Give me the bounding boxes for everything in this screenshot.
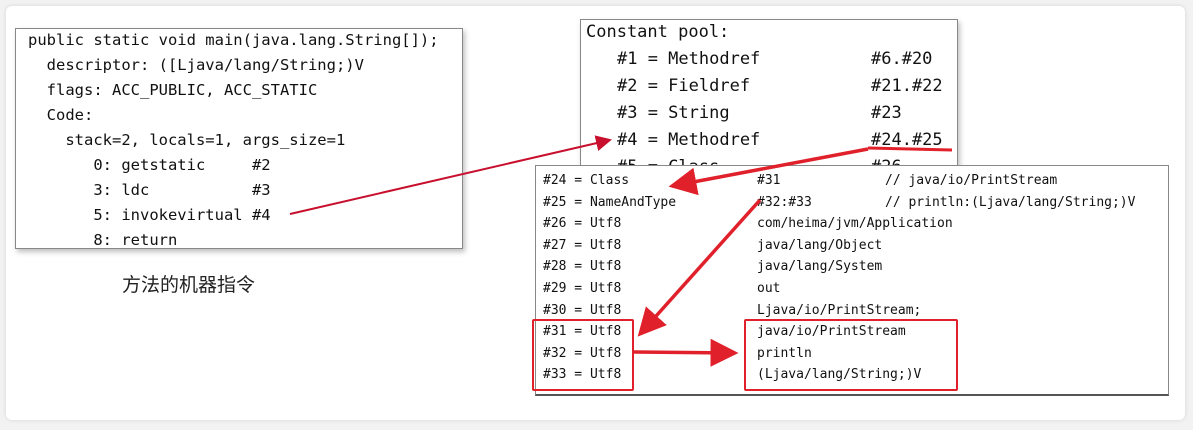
cp-index: #26 = Utf8 [543,216,622,232]
code-line: flags: ACC_PUBLIC, ACC_STATIC [28,81,318,99]
cp-value: java/io/PrintStream [757,324,906,340]
code-line: Code: [28,106,94,124]
cp-index: #25 = NameAndType [543,194,677,210]
cp-value: #23 [871,103,902,123]
cp-value: Ljava/io/PrintStream; [757,302,922,318]
code-line: 8: return [28,231,178,249]
cp-index: #1 = Methodref [617,49,761,69]
arrow-to-utf8-31 [637,198,762,337]
cp-index: #31 = Utf8 [543,324,622,340]
cp-value: out [757,281,781,296]
cp-comment: // println:(Ljava/lang/String;)V [885,194,1136,210]
cp-value: java/lang/Object [757,237,883,253]
cp-comment: // java/io/PrintStream [885,173,1058,188]
arrow-to-println [631,338,739,367]
cp-index: #4 = Methodref [617,130,761,150]
code-line: public static void main(java.lang.String… [28,31,439,49]
cp-index: #29 = Utf8 [543,281,622,296]
code-line: 0: getstatic #2 [28,156,271,174]
utf8-index-highlight [532,319,634,391]
arrow-to-class-24 [668,147,869,196]
cp-value: #32:#33 [757,194,812,210]
cp-value: println [757,345,812,361]
cp-index: #33 = Utf8 [543,367,622,383]
cp-value: #24.#25 [871,130,943,150]
cp-index: #28 = Utf8 [543,259,622,275]
cp-index: #30 = Utf8 [543,302,622,318]
constant-pool-bottom-panel: #24 = Class #31 // java/io/PrintStream #25 … [535,165,1169,396]
cp-value: java/lang/System [757,259,883,275]
cp-index: #27 = Utf8 [543,237,622,253]
cp-index: #3 = String [617,103,730,123]
cp-value: #21.#22 [871,76,943,96]
code-line: descriptor: ([Ljava/lang/String;)V [28,56,364,74]
cp-value: #31 [757,173,781,188]
method-bytecode-panel: public static void main(java.lang.String… [15,28,463,249]
utf8-value-highlight [744,319,958,391]
arrow-invokevirtual-to-methodref [289,135,612,215]
cp-value: com/heima/jvm/Application [757,216,953,232]
cp-index: #32 = Utf8 [543,345,622,361]
cp-value: #6.#20 [871,49,933,69]
constant-pool-title: Constant pool: [586,22,730,42]
cp-index: #24 = Class [543,173,630,188]
cp-index: #2 = Fieldref [617,76,751,96]
underline-24-25 [867,146,953,152]
code-line: 5: invokevirtual #4 [28,206,271,224]
cp-value: (Ljava/lang/String;)V [757,367,922,383]
code-line: 3: ldc #3 [28,181,271,199]
caption: 方法的机器指令 [122,274,256,296]
code-line: stack=2, locals=1, args_size=1 [28,131,346,149]
